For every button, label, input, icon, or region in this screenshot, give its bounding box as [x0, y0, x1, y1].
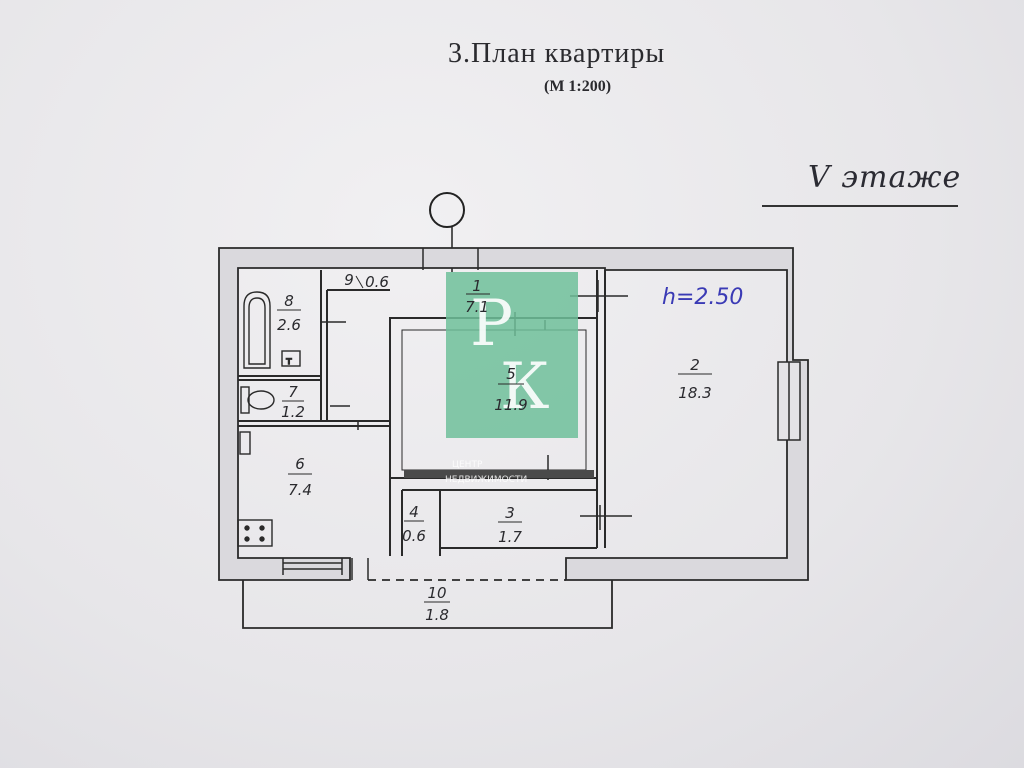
svg-text:1.7: 1.7 [498, 528, 522, 546]
outer-walls [218, 247, 809, 581]
room-label-3: 3 1.7 [498, 504, 522, 546]
svg-text:1.8: 1.8 [425, 606, 449, 624]
kitchen-window [282, 558, 369, 580]
room-label-6: 6 7.4 [288, 455, 312, 499]
room-label-10: 10 1.8 [424, 584, 450, 624]
svg-text:3: 3 [505, 504, 515, 522]
floor-underline [762, 205, 958, 207]
ceiling-height: h=2.50 [662, 285, 743, 310]
watermark-letter-1: Р [470, 287, 513, 361]
watermark-box [446, 272, 578, 438]
svg-text:1: 1 [472, 277, 482, 295]
svg-text:4: 4 [409, 503, 419, 521]
svg-text:0.6: 0.6 [365, 273, 389, 291]
toilet-icon [240, 386, 275, 414]
watermark-logo: Р К [446, 272, 578, 438]
door-markers [322, 280, 632, 530]
room-label-7: 7 1.2 [281, 383, 305, 421]
kitchen-sink-icon [239, 431, 251, 455]
north-marker-icon [429, 192, 465, 228]
watermark-caption-2: НЕДВИЖИМОСТИ [445, 475, 527, 485]
svg-text:1.2: 1.2 [281, 403, 305, 421]
svg-text:7: 7 [288, 383, 298, 401]
svg-text:8: 8 [284, 292, 294, 310]
svg-text:2: 2 [690, 356, 700, 374]
bathtub-icon [243, 291, 271, 369]
right-window [777, 361, 801, 441]
stove-icon [237, 519, 273, 547]
svg-text:18.3: 18.3 [678, 384, 711, 402]
svg-text:10: 10 [427, 584, 446, 602]
svg-text:6: 6 [295, 455, 305, 473]
svg-text:9: 9 [344, 271, 354, 289]
room-label-8: 8 2.6 [277, 292, 301, 334]
svg-text:5: 5 [506, 365, 516, 383]
watermark-letter-2: К [500, 350, 550, 424]
room-label-9: 9 0.6 [344, 271, 389, 291]
watermark-caption-1: ЦЕНТР [452, 460, 483, 470]
svg-text:7.1: 7.1 [465, 298, 489, 316]
svg-text:11.9: 11.9 [494, 396, 527, 414]
plan-title: 3.План квартиры [448, 38, 666, 69]
room5-partition [404, 470, 594, 478]
room-label-2: 2 18.3 [678, 356, 712, 402]
floor-label: V этаже [808, 160, 962, 195]
svg-text:0.6: 0.6 [402, 527, 426, 545]
plan-scale: (М 1:200) [544, 78, 612, 95]
room-label-5: 5 11.9 [494, 365, 527, 414]
room-label-4: 4 0.6 [402, 503, 426, 545]
top-windows [422, 248, 479, 270]
balcony [242, 579, 613, 629]
svg-text:т: т [286, 356, 292, 367]
svg-text:2.6: 2.6 [277, 316, 301, 334]
svg-text:7.4: 7.4 [288, 481, 312, 499]
room-label-1: 1 7.1 [465, 277, 490, 316]
sink-icon: т [281, 350, 301, 368]
